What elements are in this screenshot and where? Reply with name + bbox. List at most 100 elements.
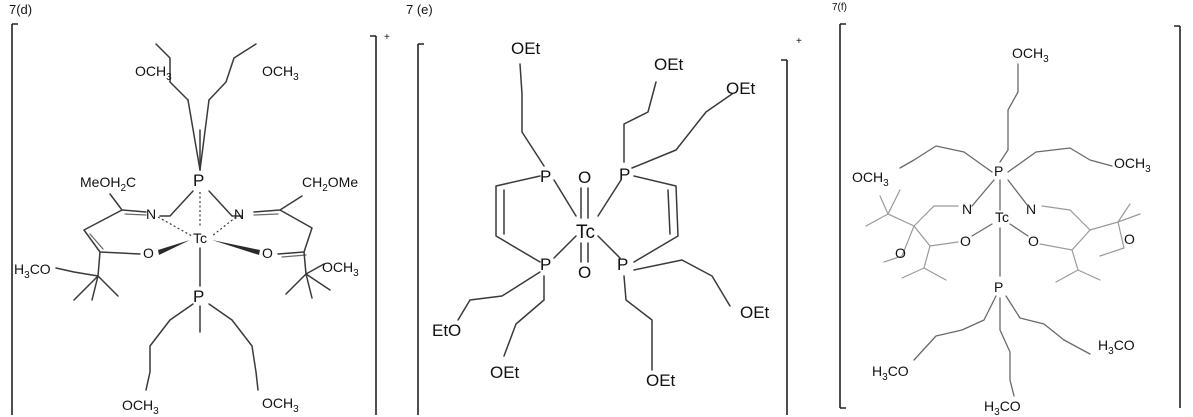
atom-e-o-top: O — [578, 168, 591, 187]
bracket-right-7d — [370, 35, 377, 415]
bond-d-cn-left-double — [124, 213, 147, 216]
bond-d-left-double — [89, 233, 104, 250]
atom-d-och3-bot-left: OCH3 — [122, 397, 159, 417]
bond-d-och3-right-link — [305, 263, 325, 275]
bracket-left-7d — [11, 23, 18, 415]
atom-d-p-top: P — [193, 171, 204, 190]
atom-f-tc: Tc — [995, 209, 1009, 225]
bond-f-right-tbu — [1089, 203, 1141, 257]
bond-d-tc-n-right — [211, 216, 237, 237]
bond-d-p-ch2-left — [159, 190, 194, 217]
bond-f-arm-bot — [999, 297, 1015, 397]
bond-f-left-tbu — [865, 189, 915, 263]
bracket-right-7f — [1174, 25, 1181, 408]
bond-e-tc-o-bot — [580, 242, 589, 263]
atom-e-oet-tl: OEt — [511, 39, 541, 58]
atom-f-o-right: O — [1028, 233, 1039, 249]
bond-f-arm-top — [999, 63, 1019, 163]
bond-f-arm-right — [1007, 147, 1113, 173]
bracket-right-7e — [781, 59, 788, 415]
atom-f-h3co-left: H3CO — [872, 363, 909, 383]
bond-f-tc-o — [971, 223, 1029, 237]
bond-e-bridge-right — [633, 175, 679, 263]
bond-e-arm-tr2 — [631, 93, 733, 169]
atom-f-p-top: P — [994, 163, 1003, 179]
atom-e-p-tl: P — [540, 167, 551, 186]
panel-label-7f: 7(f) — [832, 2, 847, 13]
atom-f-och3-right: OCH3 — [1114, 155, 1151, 175]
atom-d-o-right: O — [262, 245, 273, 261]
atom-e-p-br: P — [617, 255, 628, 274]
bond-d-p-ch2-right — [208, 190, 243, 217]
atom-f-n-right: N — [1026, 201, 1036, 217]
bond-e-tc-o-top — [580, 187, 589, 219]
atom-e-oet-bl2: OEt — [490, 363, 520, 382]
atom-d-och3-bot-right: OCH3 — [262, 395, 299, 415]
bond-d-tc-n-left — [157, 216, 193, 237]
panel-label-7e: 7 (e) — [406, 2, 433, 17]
bond-d-left-ring — [83, 209, 141, 255]
atom-f-och3-top: OCH3 — [1012, 45, 1049, 65]
bracket-left-7f — [839, 23, 846, 409]
atom-f-n-left: N — [962, 201, 972, 217]
atom-e-oet-tr1: OEt — [654, 55, 684, 74]
bond-f-arm-br — [1005, 295, 1091, 355]
atom-d-och3-top-right: OCH3 — [262, 63, 299, 83]
bond-d-tr-arm — [208, 43, 257, 101]
bracket-left-7e — [417, 43, 424, 415]
bond-e-arm-tl — [519, 63, 545, 167]
bond-e-arm-br1 — [633, 259, 731, 307]
atom-f-p-bot: P — [994, 279, 1003, 295]
bond-f-left-ring — [913, 205, 959, 247]
bond-f-right-lower — [1055, 249, 1101, 283]
panel-7f: 7(f) OCH3 P OCH3 OCH3 Tc N N O O O O P H… — [832, 2, 1181, 417]
atom-d-n-left: N — [146, 206, 156, 222]
atom-d-tc: Tc — [193, 230, 207, 246]
bond-d-bl-arm — [145, 303, 194, 391]
bond-d-tc-o-right — [212, 240, 260, 255]
atom-d-p-bot: P — [193, 287, 204, 306]
bond-d-tl-arm — [155, 43, 189, 101]
bond-d-cn-right — [253, 195, 303, 213]
bond-f-arm-bl — [913, 295, 997, 361]
atom-e-oet-br2: OEt — [646, 371, 676, 390]
panel-label-7d: 7(d) — [9, 2, 32, 17]
bond-e-arm-bl2 — [503, 275, 545, 357]
bond-e-arm-tr1 — [623, 81, 657, 163]
charge-7e: + — [796, 36, 802, 47]
atom-e-tc: Tc — [576, 222, 595, 243]
bond-e-tc-p-tr — [597, 179, 622, 217]
bond-e-tc-p-br — [597, 235, 621, 259]
bond-e-tc-p-tl — [553, 179, 577, 217]
atom-f-o-ring-right: O — [1124, 231, 1135, 247]
atom-e-eto-bl: EtO — [432, 321, 461, 340]
panel-7d: 7(d) + OCH3 OCH3 P MeOH2C CH2OMe N O H3C… — [9, 2, 390, 417]
bond-e-arm-bl1 — [457, 271, 541, 321]
atom-e-oet-br1: OEt — [740, 303, 770, 322]
atom-e-oet-tr2: OEt — [726, 79, 756, 98]
bond-e-bridge-right-inner — [667, 189, 671, 235]
charge-7d: + — [384, 32, 390, 43]
bond-d-meoh2c-c — [109, 193, 147, 213]
atom-e-p-bl: P — [540, 255, 551, 274]
atom-f-h3co-bot: H3CO — [984, 398, 1021, 417]
bond-e-bridge-left — [495, 175, 541, 263]
bond-d-tc-o-left — [158, 240, 190, 255]
bond-d-h3co-link — [55, 267, 99, 277]
atom-f-o-ring-left: O — [895, 245, 906, 261]
bond-f-right-ring — [1039, 205, 1091, 251]
atom-d-ch2ome: CH2OMe — [302, 174, 358, 194]
atom-e-o-bot: O — [578, 263, 591, 282]
bond-d-right-co-double — [281, 254, 307, 258]
bond-f-left-lower — [901, 245, 947, 281]
bond-d-cn-right-double — [253, 213, 279, 216]
bond-d-arms-to-p — [187, 99, 210, 171]
atom-d-h3co: H3CO — [14, 261, 51, 281]
atom-f-h3co-right: H3CO — [1098, 337, 1135, 357]
bond-d-br-arm — [208, 303, 259, 391]
atom-e-p-tr: P — [619, 165, 630, 184]
atom-d-n-right: N — [234, 206, 244, 222]
atom-f-och3-left: OCH3 — [852, 169, 889, 189]
